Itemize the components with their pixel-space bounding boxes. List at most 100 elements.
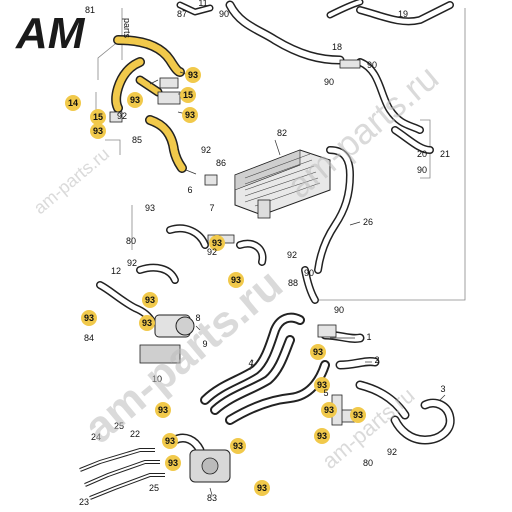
callout-marker (182, 107, 198, 123)
callout-label: 92 (207, 247, 217, 257)
callout-marker (228, 272, 244, 288)
callout-label: 93 (158, 405, 168, 415)
pipes (79, 448, 165, 500)
callout-marker (180, 87, 196, 103)
callout-label: 93 (257, 483, 267, 493)
callout-label: 93 (168, 458, 178, 468)
callout-label: 93 (317, 431, 327, 441)
callout-label: 93 (145, 203, 155, 213)
callout-label: 22 (130, 429, 140, 439)
assembly-frame (95, 8, 466, 301)
logo-parts: parts (122, 18, 132, 39)
callout-marker (142, 292, 158, 308)
callout-label: 20 (417, 149, 427, 159)
callout-label: 4 (248, 358, 253, 368)
leader-lines (149, 71, 446, 496)
callout-label: 3 (440, 384, 445, 394)
callout-label: 15 (93, 112, 103, 122)
callout-label: 90 (324, 77, 334, 87)
callout-label: 93 (84, 313, 94, 323)
callout-marker (314, 377, 330, 393)
callout-label: 11 (198, 0, 207, 8)
callout-label: 92 (201, 145, 211, 155)
watermark-small-left: am-parts.ru (30, 144, 113, 218)
callout-marker (230, 438, 246, 454)
callout-label: 93 (93, 126, 103, 136)
callout-marker (185, 67, 201, 83)
plain-callouts: 81 87 11 90 19 18 90 90 92 85 82 20 21 9… (79, 0, 450, 507)
top-hoses (176, 0, 454, 274)
callout-label: 80 (363, 458, 373, 468)
callout-label: 92 (117, 111, 127, 121)
callout-marker (350, 407, 366, 423)
callout-label: 93 (324, 405, 334, 415)
callout-label: 83 (207, 493, 217, 503)
valve-block (189, 449, 231, 483)
callout-label: 25 (114, 421, 124, 431)
callout-label: 92 (127, 258, 137, 268)
callout-label: 24 (91, 432, 101, 442)
callout-marker (90, 109, 106, 125)
callout-label: 8 (195, 313, 200, 323)
callout-label: 93 (233, 441, 243, 451)
callout-marker (321, 402, 337, 418)
callout-label: 90 (219, 9, 229, 19)
pump (139, 314, 195, 364)
callout-marker (162, 433, 178, 449)
callout-label: 7 (209, 203, 214, 213)
highlighted-hoses (111, 35, 187, 173)
callout-label: 80 (126, 236, 136, 246)
callout-label: 93 (313, 347, 323, 357)
callout-label: 2 (374, 355, 379, 365)
callout-label: 90 (367, 60, 377, 70)
callout-label: 93 (165, 436, 175, 446)
logo-am: AM (15, 9, 86, 58)
callout-label: 93 (142, 318, 152, 328)
callout-label: 93 (185, 110, 195, 120)
callout-label: 93 (231, 275, 241, 285)
callout-label: 86 (216, 158, 226, 168)
callout-label: 26 (363, 217, 373, 227)
callout-label: 15 (183, 90, 193, 100)
callout-marker (155, 402, 171, 418)
callout-label: 93 (212, 238, 222, 248)
callout-label: 88 (288, 278, 298, 288)
callout-label: 6 (187, 185, 192, 195)
heater-core (234, 149, 331, 219)
callout-label: 84 (84, 333, 94, 343)
callout-label: 93 (130, 95, 140, 105)
callout-label: 21 (440, 149, 450, 159)
callout-label: 87 (177, 9, 187, 19)
callout-label: 92 (287, 250, 297, 260)
callout-label: 12 (111, 266, 121, 276)
callout-label: 93 (145, 295, 155, 305)
callout-label: 93 (353, 410, 363, 420)
callout-label: 90 (417, 165, 427, 175)
callout-marker (314, 428, 330, 444)
callout-label: 92 (387, 447, 397, 457)
callout-label: 93 (188, 70, 198, 80)
callout-label: 82 (277, 128, 287, 138)
callout-label: 18 (332, 42, 342, 52)
callout-marker (139, 315, 155, 331)
callout-marker (90, 123, 106, 139)
callout-label: 81 (85, 5, 95, 15)
callout-label: 93 (317, 380, 327, 390)
callout-label: 90 (334, 305, 344, 315)
callout-label: 19 (398, 9, 408, 19)
callout-marker (127, 92, 143, 108)
callout-marker (165, 455, 181, 471)
highlighted-callouts: 93 14 15 93 93 15 93 93 93 93 93 93 93 9… (65, 67, 366, 496)
callout-label: 10 (152, 374, 162, 384)
callout-label: 25 (149, 483, 159, 493)
callout-marker (310, 344, 326, 360)
callout-label: 5 (323, 388, 328, 398)
callout-marker (65, 95, 81, 111)
callout-marker (254, 480, 270, 496)
callout-label: 14 (68, 98, 78, 108)
callout-label: 23 (79, 497, 89, 507)
callout-label: 9 (202, 339, 207, 349)
callout-marker (209, 235, 225, 251)
am-parts-logo: AM parts (15, 9, 132, 58)
